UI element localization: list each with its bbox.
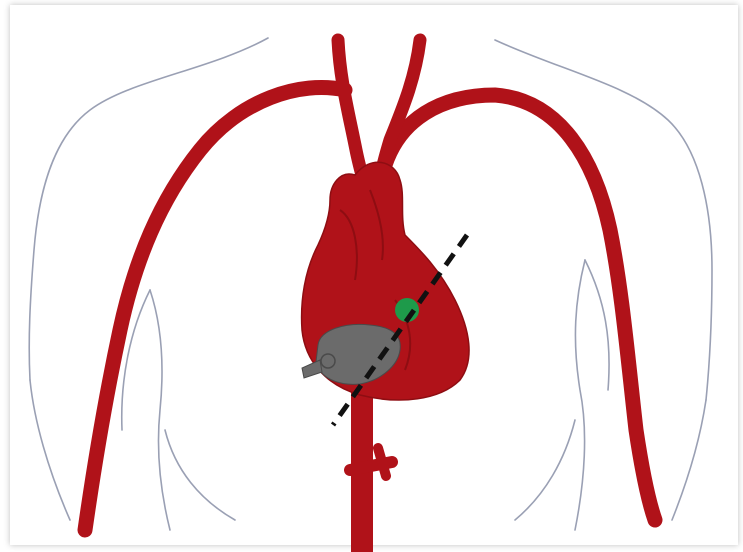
right-arm-outline [672, 400, 706, 520]
left-torso-outline [150, 290, 170, 530]
abdomen-line-left [165, 430, 235, 520]
device-connector [302, 360, 322, 378]
abdomen-line-right [515, 420, 575, 520]
right-torso-outline [575, 260, 585, 530]
aorta-branch-2 [378, 448, 386, 476]
left-shoulder-outline [29, 38, 268, 380]
right-ribcage-line [585, 260, 609, 390]
left-arm-outline [30, 380, 70, 520]
